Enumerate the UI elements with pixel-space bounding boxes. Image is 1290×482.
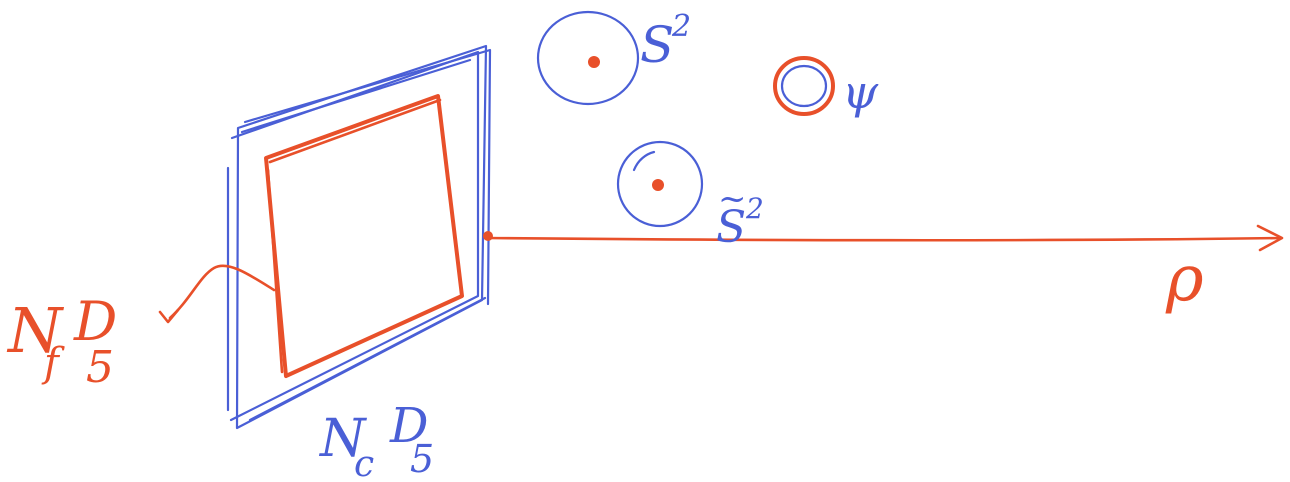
sphere-s2-label-sup: 2 <box>671 9 691 44</box>
sphere-s2 <box>538 12 638 104</box>
color-brane-label-c: c <box>354 444 374 482</box>
sphere-s2-tilde <box>618 142 702 226</box>
labels: N f D 5 N c D 5 S 2 ~ S 2 ψ ρ <box>6 9 1204 482</box>
sphere-s2-center <box>588 56 600 68</box>
sphere-s2-tilde-label-sup: 2 <box>745 192 764 225</box>
sphere-s2-label: S <box>640 16 674 74</box>
circle-psi <box>775 58 833 114</box>
axis-origin-dot <box>483 231 493 241</box>
radial-axis-label: ρ <box>1165 242 1204 316</box>
color-brane-label-5: 5 <box>410 437 434 481</box>
sphere-s2-tilde-center <box>652 179 664 191</box>
flavor-brane-square <box>266 96 462 376</box>
flavor-brane-label-5: 5 <box>86 342 114 393</box>
circle-psi-label: ψ <box>842 65 879 119</box>
color-brane-sheet <box>228 46 490 428</box>
radial-axis-arrow <box>483 226 1282 250</box>
flavor-pointer-arrow <box>160 266 274 322</box>
sphere-s2-tilde-label: S <box>716 202 746 253</box>
